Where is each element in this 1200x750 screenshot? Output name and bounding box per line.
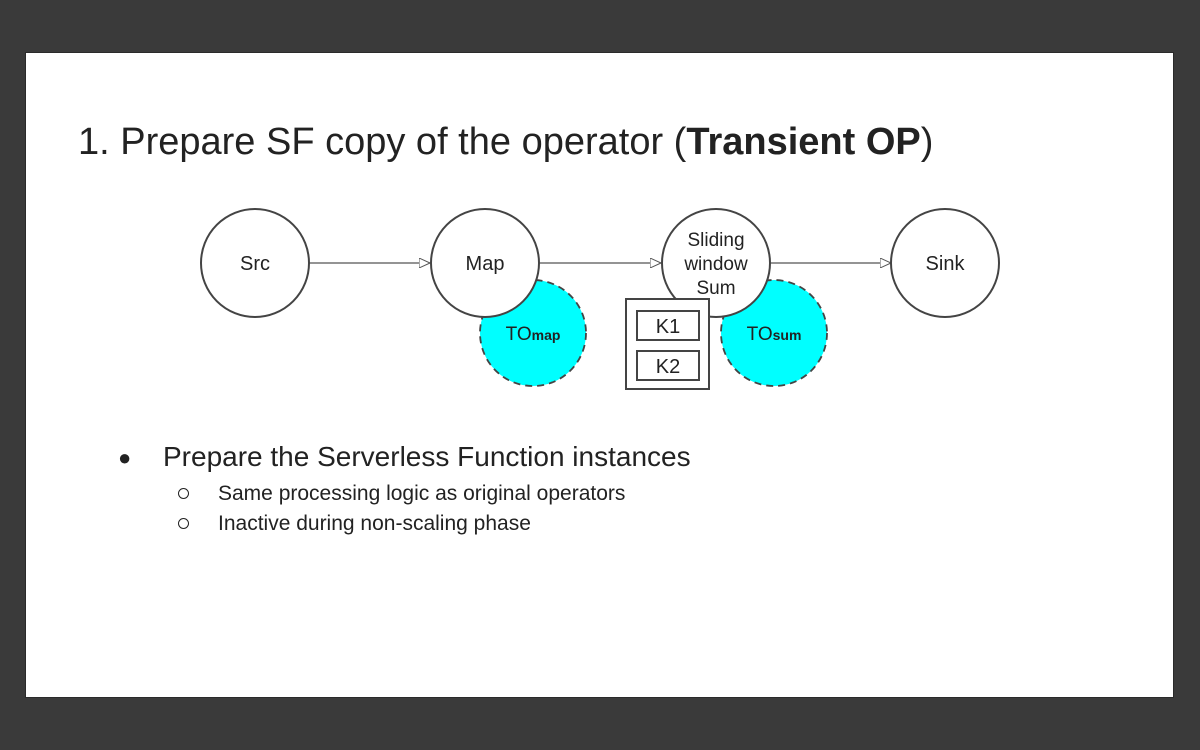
title-suffix: ) <box>920 121 934 163</box>
node-sliding-label-2: window <box>683 254 748 275</box>
node-sliding-label-3: Sum <box>696 278 735 299</box>
transient-map-main: TO <box>506 324 532 345</box>
transient-sum-main: TO <box>747 324 773 345</box>
transient-sum-sub: sum <box>773 327 802 343</box>
node-sliding-window-sum <box>661 208 771 318</box>
node-sink <box>890 208 1000 318</box>
node-sink-label: Sink <box>926 253 966 275</box>
bullet-main-text: Prepare the Serverless Function instance… <box>163 441 691 472</box>
state-key-1: K1 <box>656 316 680 338</box>
slide: 1. Prepare SF copy of the operator (Tran… <box>25 52 1174 698</box>
node-src-label: Src <box>240 253 270 275</box>
bullet-dot-icon: ● <box>118 445 132 470</box>
sub-bullet-ring-icon <box>178 488 189 499</box>
slide-title: 1. Prepare SF copy of the operator (Tran… <box>78 123 933 161</box>
sub-bullet-1-text: Same processing logic as original operat… <box>218 482 626 505</box>
title-prefix: 1. Prepare SF copy of the operator ( <box>78 121 687 163</box>
pipeline-diagram: Src Map Sliding window Sum Sink TOmap TO… <box>200 208 1000 390</box>
node-map-label: Map <box>466 253 505 275</box>
node-map <box>430 208 540 318</box>
title-bold: Transient OP <box>686 121 921 163</box>
state-key-box-1 <box>636 310 700 341</box>
node-sliding-label-1: Sliding <box>687 230 744 251</box>
state-key-box-2 <box>636 350 700 381</box>
transient-map-sub: map <box>532 327 561 343</box>
sub-bullet-2-text: Inactive during non-scaling phase <box>218 512 531 535</box>
state-key-2: K2 <box>656 356 680 378</box>
transient-sum-label: TOsum <box>747 324 802 345</box>
sub-bullet-ring-icon <box>178 518 189 529</box>
transient-map-label: TOmap <box>506 324 561 345</box>
node-src <box>200 208 310 318</box>
